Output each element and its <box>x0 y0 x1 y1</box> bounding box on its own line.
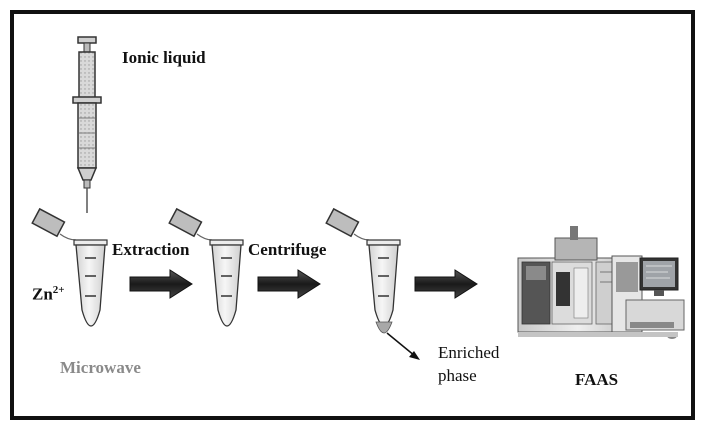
arrow-right-icon <box>257 269 321 299</box>
enriched-phase-label-line1: Enriched <box>438 343 500 362</box>
microwave-label: Microwave <box>60 358 141 377</box>
zinc-symbol: Zn <box>32 284 53 304</box>
enriched-phase-pointer <box>386 332 420 360</box>
centrifuge-label: Centrifuge <box>248 240 327 259</box>
zinc-ion-label: Zn2+ <box>32 284 65 305</box>
enriched-phase-label-line2: phase <box>438 366 477 385</box>
syringe-icon <box>72 36 102 213</box>
microtube-icon <box>168 207 244 327</box>
microtube-icon <box>31 207 108 327</box>
arrow-right-icon <box>414 269 478 299</box>
faas-label: FAAS <box>575 370 619 389</box>
extraction-label: Extraction <box>112 240 190 259</box>
faas-instrument-icon <box>510 215 685 355</box>
zinc-charge: 2+ <box>52 284 65 296</box>
arrow-right-icon <box>129 269 193 299</box>
ionic-liquid-label: Ionic liquid <box>122 48 206 67</box>
microtube-icon <box>325 207 401 334</box>
